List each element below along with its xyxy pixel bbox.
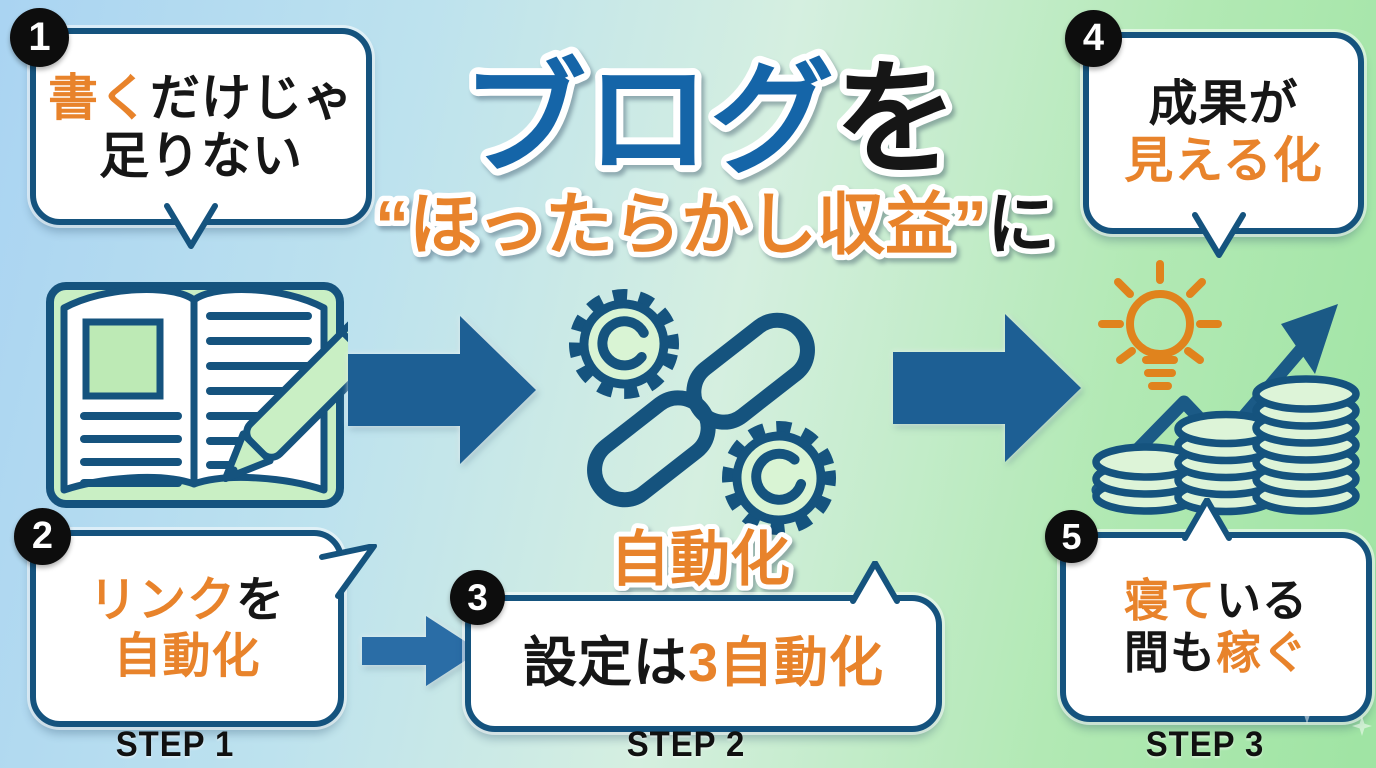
step-number-badge-5: 5 (1045, 510, 1098, 563)
speech-bubble-5: 寝ている 間も稼ぐ (1060, 532, 1372, 722)
bubble-2-text: を (236, 573, 286, 627)
step-label-3: STEP 3 (1145, 725, 1265, 764)
flow-arrow-1 (348, 316, 536, 464)
flow-arrow-small (362, 616, 480, 686)
bubble-1-text: だけじゃ (150, 69, 354, 126)
svg-text:ブログを: ブログを (462, 51, 958, 189)
bubble-2-text: 自動化 (113, 629, 261, 683)
bubble-5-text: 寝て (1123, 574, 1216, 626)
badge-5-number: 5 (1061, 515, 1082, 557)
bubble-1-line-2: 足りない (99, 127, 303, 185)
step-number-badge-1: 1 (10, 8, 69, 67)
profit-growth-icon (1091, 260, 1360, 516)
bubble-3-text: 3自動化 (687, 633, 885, 694)
step-number-badge-2: 2 (14, 508, 71, 565)
bubble-3-line-1: 設定は3自動化 (523, 632, 884, 695)
bubble-4-text: 見える化 (1124, 134, 1323, 188)
bubble-4-line-1: 成果が (1148, 76, 1298, 133)
chain-link-icon (587, 312, 815, 508)
flow-arrow-2 (893, 314, 1081, 462)
bubble-5-line-1: 寝ている (1124, 575, 1308, 627)
speech-bubble-2: リンクを 自動化 (30, 530, 344, 727)
coin-stacks-icon (1092, 375, 1360, 516)
bubble-4-tail (1192, 211, 1246, 258)
bubble-4-line-2: 見える化 (1124, 133, 1323, 190)
book-pen-icon (46, 282, 348, 508)
automation-chain-gears-icon (569, 289, 836, 535)
bubble-3-tail (850, 561, 900, 605)
step-label-2: STEP 2 (626, 725, 746, 764)
speech-bubble-4: 成果が 見える化 (1083, 32, 1364, 234)
gear-icon (569, 289, 679, 399)
main-title-line1: ブログを (455, 44, 965, 196)
badge-4-number: 4 (1082, 17, 1105, 59)
bubble-2-text: リンク (88, 573, 236, 627)
bubble-1-text: 足りない (99, 127, 303, 184)
bubble-1-text: 書く (48, 69, 150, 126)
title-particle-ni: に (987, 187, 1055, 263)
bubble-3-text: 設定は (522, 633, 688, 694)
main-title-line2: “ほったらかし収益”に (369, 182, 1060, 269)
speech-bubble-1: 書くだけじゃ 足りない (30, 28, 372, 225)
title-quoted-phrase: “ほったらかし収益” (375, 187, 987, 263)
pen-icon (222, 305, 348, 482)
bubble-2-line-2: 自動化 (113, 629, 260, 685)
bubble-4-text: 成果が (1148, 77, 1299, 132)
speech-bubble-3: 設定は3自動化 (465, 595, 942, 732)
bubble-5-tail (1182, 498, 1232, 542)
automation-label: 自動化 (605, 521, 795, 598)
automation-label-text: 自動化 (610, 526, 790, 593)
title-word-blog: ブログ (462, 51, 834, 189)
badge-3-number: 3 (467, 576, 488, 618)
step-number-badge-3: 3 (450, 570, 505, 625)
badge-1-number: 1 (28, 15, 51, 59)
bubble-1-tail (164, 202, 218, 249)
badge-2-number: 2 (31, 515, 54, 557)
step-label-1: STEP 1 (115, 725, 235, 764)
bubble-2-line-1: リンクを (89, 573, 285, 629)
bubble-5-line-2: 間も稼ぐ (1124, 627, 1308, 679)
bubble-1-line-1: 書くだけじゃ (48, 69, 354, 127)
bubble-5-text: いる (1216, 574, 1309, 626)
step-number-badge-4: 4 (1065, 10, 1122, 67)
svg-text:“ほったらかし収益”に: “ほったらかし収益”に (375, 187, 1055, 263)
bubble-2-tail (318, 544, 377, 600)
bubble-5-text: 稼ぐ (1216, 627, 1309, 678)
bubble-5-text: 間も (1123, 627, 1216, 678)
lightbulb-icon (1098, 260, 1222, 390)
svg-text:自動化: 自動化 (610, 526, 790, 593)
title-particle: を (834, 51, 958, 189)
